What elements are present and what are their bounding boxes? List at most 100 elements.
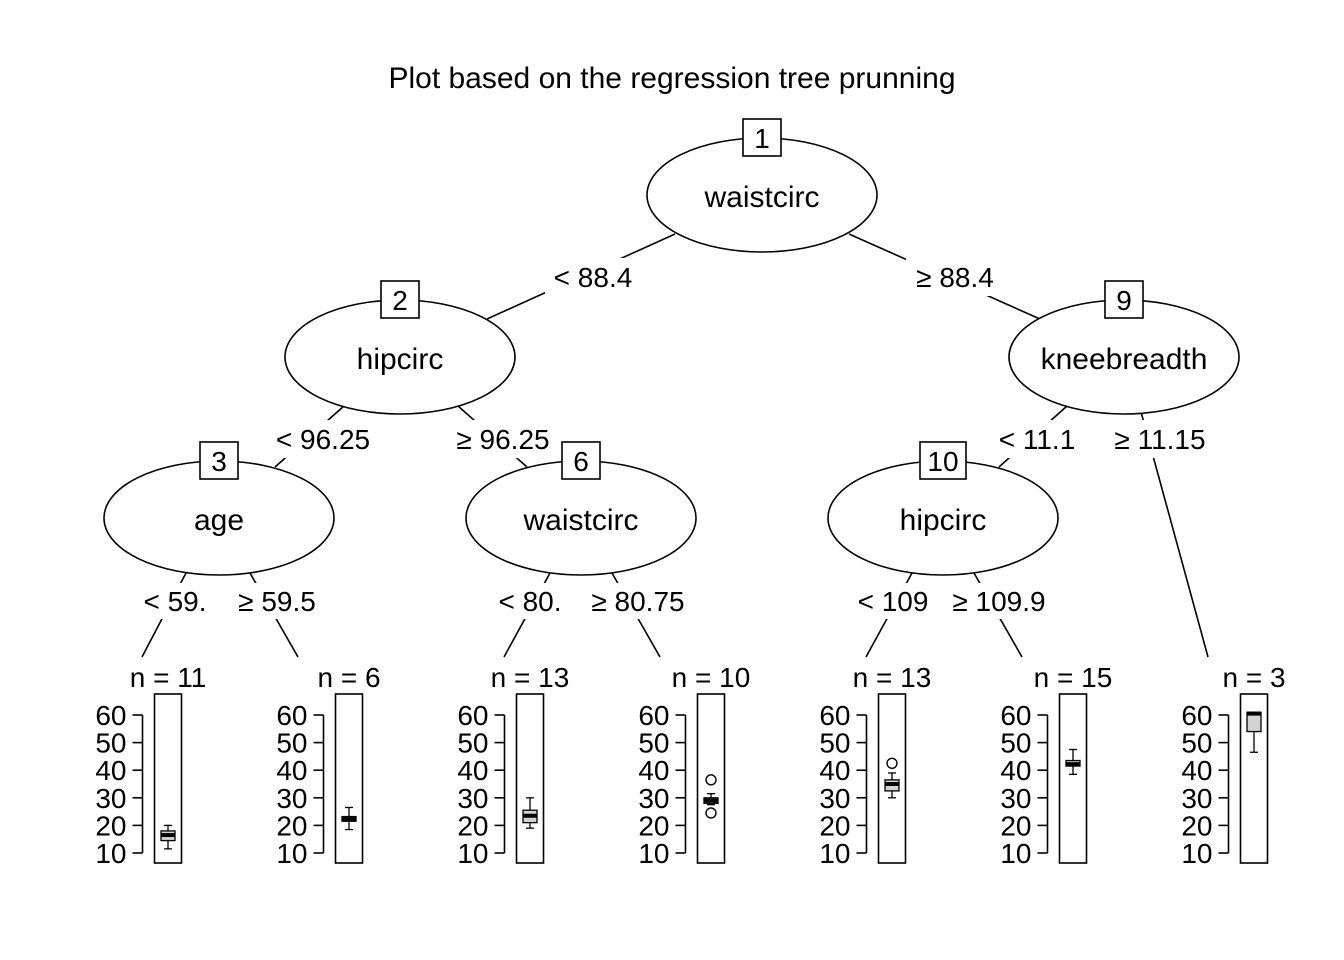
y-tick-label: 20 xyxy=(1181,810,1212,841)
leaf-n-label: n = 3 xyxy=(1222,662,1285,693)
y-tick-label: 20 xyxy=(638,810,669,841)
y-tick-label: 30 xyxy=(1000,783,1031,814)
y-tick-label: 50 xyxy=(638,728,669,759)
y-tick-label: 50 xyxy=(819,728,850,759)
leaf-n-label: n = 13 xyxy=(491,662,570,693)
y-tick-label: 20 xyxy=(819,810,850,841)
y-tick-label: 50 xyxy=(276,728,307,759)
node-id-box xyxy=(919,441,967,480)
edge-label-3-right: ≥ 59.5 xyxy=(238,586,316,617)
y-tick-label: 30 xyxy=(276,783,307,814)
y-tick-label: 50 xyxy=(457,728,488,759)
y-tick-label: 10 xyxy=(457,838,488,869)
edge-label-10-right: ≥ 109.9 xyxy=(952,586,1045,617)
edge-label-1-right: ≥ 88.4 xyxy=(916,262,994,293)
leaf-panel-frame xyxy=(1058,693,1088,864)
leaf-panel-frame xyxy=(696,693,726,864)
node-10: hipcirc 10 xyxy=(827,441,1059,576)
edge-label-2-right: ≥ 96.25 xyxy=(456,424,549,455)
node-variable: hipcirc xyxy=(900,504,987,537)
y-tick-label: 40 xyxy=(276,755,307,786)
y-tick-label: 30 xyxy=(95,783,126,814)
y-tick-label: 40 xyxy=(457,755,488,786)
node-id-box xyxy=(561,441,601,480)
y-tick-label: 60 xyxy=(457,700,488,731)
diagram-title: Plot based on the regression tree prunni… xyxy=(388,62,955,95)
leaf-n-label: n = 11 xyxy=(130,662,207,693)
edge-label-9-right: ≥ 11.15 xyxy=(1114,424,1205,455)
edge-label-2-left: < 96.25 xyxy=(276,424,370,455)
edge-label-9-left: < 11.1 xyxy=(999,424,1076,455)
y-tick-label: 30 xyxy=(819,783,850,814)
y-tick-label: 20 xyxy=(276,810,307,841)
y-tick-label: 40 xyxy=(638,755,669,786)
y-tick-label: 50 xyxy=(1000,728,1031,759)
y-tick-label: 20 xyxy=(95,810,126,841)
y-tick-label: 30 xyxy=(1181,783,1212,814)
node-variable: waistcirc xyxy=(703,181,819,214)
y-tick-label: 40 xyxy=(1181,755,1212,786)
boxplot-outlier xyxy=(886,757,898,769)
node-id-box xyxy=(199,441,239,480)
y-tick-label: 40 xyxy=(1000,755,1031,786)
y-tick-label: 60 xyxy=(819,700,850,731)
leaf-n-label: n = 13 xyxy=(853,662,932,693)
leaf-n-label: n = 6 xyxy=(317,662,380,693)
node-id: 1 xyxy=(754,123,770,154)
y-tick-label: 40 xyxy=(95,755,126,786)
leaf-panel-frame xyxy=(334,693,364,864)
node-id: 6 xyxy=(573,446,589,477)
edge-label-3-left: < 59. xyxy=(143,586,206,617)
y-tick-label: 60 xyxy=(276,700,307,731)
y-tick-label: 10 xyxy=(819,838,850,869)
y-tick-label: 10 xyxy=(638,838,669,869)
node-variable: hipcirc xyxy=(357,343,444,376)
boxplot-outlier xyxy=(705,807,717,819)
edge-labels: < 88.4 ≥ 88.4 < 96.25 ≥ 96.25 < 11.1 ≥ 1… xyxy=(140,258,1218,619)
y-tick-label: 30 xyxy=(457,783,488,814)
y-tick-label: 60 xyxy=(1000,700,1031,731)
y-tick-label: 20 xyxy=(1000,810,1031,841)
node-variable: kneebreadth xyxy=(1041,343,1208,376)
y-tick-label: 10 xyxy=(1181,838,1212,869)
leaf-panel-frame xyxy=(515,693,545,864)
node-id-box xyxy=(742,118,782,157)
y-tick-label: 60 xyxy=(95,700,126,731)
y-tick-label: 60 xyxy=(638,700,669,731)
node-id-box xyxy=(1104,280,1144,319)
node-2: hipcirc 2 xyxy=(284,280,516,415)
y-tick-label: 10 xyxy=(95,838,126,869)
edge-label-6-right: ≥ 80.75 xyxy=(591,586,684,617)
leaf-n-label: n = 10 xyxy=(672,662,751,693)
node-1: waistcirc 1 xyxy=(646,118,878,253)
edge-label-10-left: < 109 xyxy=(858,586,929,617)
node-9: kneebreadth 9 xyxy=(1008,280,1240,415)
node-id: 10 xyxy=(927,446,958,477)
leaf-n-label: n = 15 xyxy=(1034,662,1113,693)
y-tick-label: 20 xyxy=(457,810,488,841)
node-variable: waistcirc xyxy=(522,504,638,537)
y-tick-label: 30 xyxy=(638,783,669,814)
node-6: waistcirc 6 xyxy=(465,441,697,576)
boxplot-outlier xyxy=(705,774,717,786)
y-tick-label: 50 xyxy=(95,728,126,759)
edge-label-6-left: < 80. xyxy=(498,586,561,617)
edge-label-1-left: < 88.4 xyxy=(554,262,633,293)
node-id: 2 xyxy=(392,285,408,316)
node-id-box xyxy=(380,280,420,319)
y-tick-label: 40 xyxy=(819,755,850,786)
y-tick-label: 50 xyxy=(1181,728,1212,759)
y-tick-label: 10 xyxy=(1000,838,1031,869)
node-3: age 3 xyxy=(103,441,335,576)
y-tick-label: 60 xyxy=(1181,700,1212,731)
node-id: 9 xyxy=(1116,285,1132,316)
